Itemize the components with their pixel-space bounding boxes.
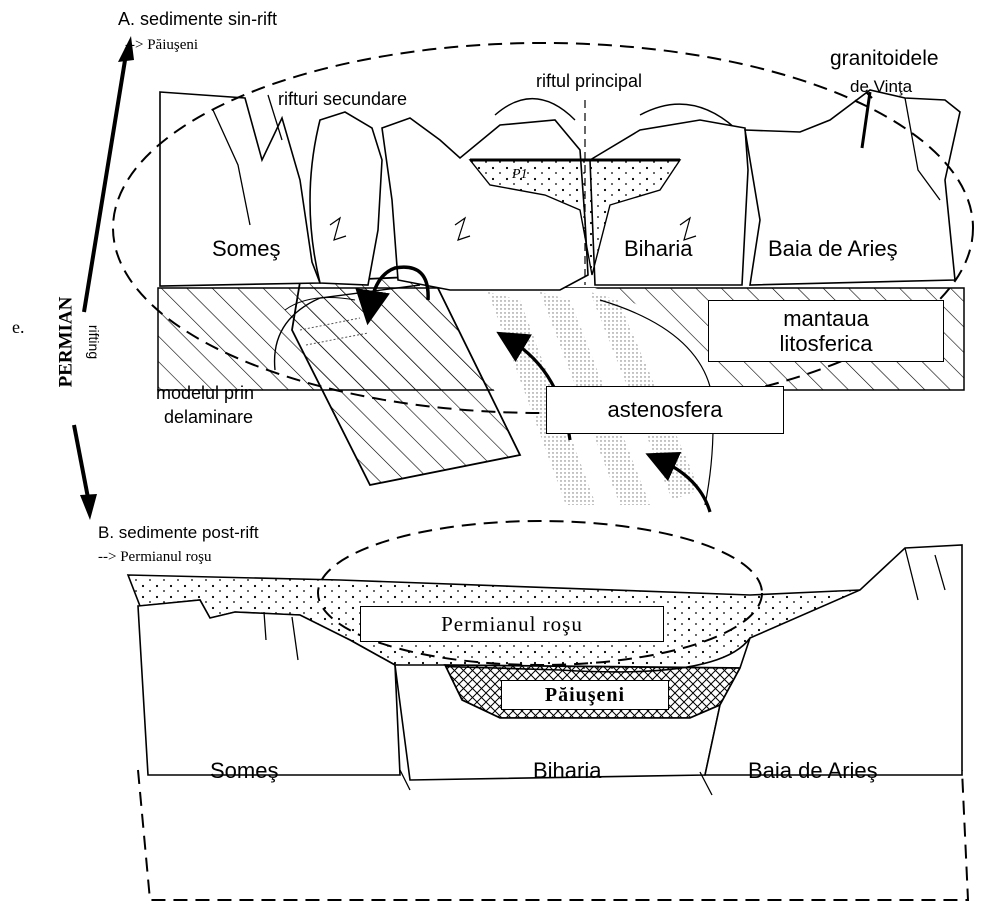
label-biharia-a: Biharia [624, 238, 692, 260]
panel-a-heading: A. sedimente sin-rift [118, 10, 277, 28]
permianul-rosu-box: Permianul roşu [360, 606, 664, 642]
label-de-vinta: de Vinţa [850, 78, 912, 95]
label-baia-de-aries-a: Baia de Arieş [768, 238, 898, 260]
panel-a [113, 43, 973, 512]
label-permianul-rosu: Permianul roşu [441, 612, 583, 637]
label-baia-de-aries-b: Baia de Arieş [748, 760, 878, 782]
label-somes-b: Someş [210, 760, 278, 782]
panel-b [128, 521, 968, 900]
paiuseni-box: Păiuşeni [501, 680, 669, 710]
panel-a-subheading: --> Păiuşeni [125, 38, 198, 53]
side-label-e: e. [12, 318, 25, 336]
astenosfera-box: astenosfera [546, 386, 784, 434]
label-rifturi-secundare: rifturi secundare [278, 90, 407, 108]
label-delaminare: delaminare [164, 408, 253, 426]
period-subtitle: rifting [87, 325, 101, 359]
panel-b-subheading: --> Permianul roşu [98, 550, 211, 565]
label-granitoidele: granitoidele [830, 48, 939, 69]
label-litosferica: litosferica [780, 331, 873, 356]
crust-block-baia-de-aries-b [705, 545, 962, 775]
label-somes-a: Someş [212, 238, 280, 260]
label-modelul-prin: modelul prin [156, 384, 254, 402]
time-axis-arrow [74, 36, 134, 520]
period-title: PERMIAN [57, 297, 76, 388]
label-astenosfera: astenosfera [608, 397, 723, 423]
mantaua-litosferica-box: mantaua litosferica [708, 300, 944, 362]
label-biharia-b: Biharia [533, 760, 601, 782]
crust-block-central [382, 118, 588, 290]
label-mantaua: mantaua [783, 306, 869, 331]
label-paiuseni: Păiuşeni [545, 684, 625, 707]
panel-b-heading: B. sedimente post-rift [98, 524, 259, 541]
label-p1: P1 [512, 168, 528, 182]
label-riftul-principal: riftul principal [536, 72, 642, 90]
lower-dashed-frame [138, 770, 968, 900]
